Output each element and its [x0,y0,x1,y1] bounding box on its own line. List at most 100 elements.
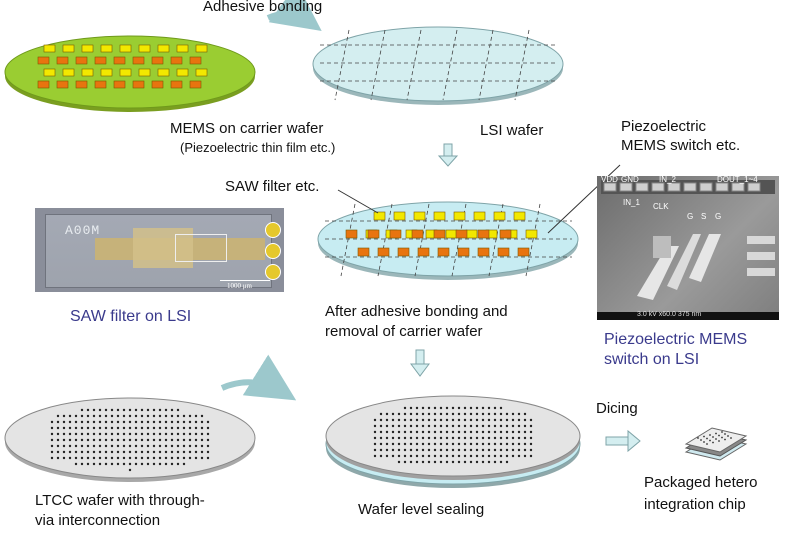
via-dot [421,448,425,452]
via-dot [86,438,90,442]
mems-die [170,80,183,89]
via-dot [373,430,377,434]
via-dot [74,450,78,454]
adhesive-bonding-label: Adhesive bonding [203,0,323,15]
via-dot [104,414,108,418]
via-dot [146,438,150,442]
via-dot [98,414,102,418]
via-dot [158,456,162,460]
via-dot [200,438,204,442]
via-dot [475,412,479,416]
via-dot [487,406,491,410]
mems-die [477,229,490,239]
via-dot [493,430,497,434]
mems-die [94,56,107,65]
via-dot [50,432,54,436]
grid-line [451,203,467,277]
bonded-wafer [317,201,579,280]
via-dot [505,412,509,416]
via-dot [128,456,132,460]
via-dot [68,414,72,418]
via-dot [92,426,96,430]
grid-line [414,203,430,277]
via-dot [385,430,389,434]
via-dot [451,448,455,452]
via-dot [104,450,108,454]
via-dot [703,441,705,443]
via-dot [68,426,72,430]
via-dot [493,424,497,428]
via-dot [188,438,192,442]
via-dot [50,420,54,424]
via-dot [152,456,156,460]
via-dot [397,454,401,458]
grid-line [334,29,350,101]
sem-pad-vdd: VDD [601,176,618,184]
via-dot [62,456,66,460]
sealed-wafer-stack [325,395,581,488]
via-dot [50,438,54,442]
via-dot [457,460,461,464]
via-dot [463,436,467,440]
via-dot [463,448,467,452]
via-dot [433,406,437,410]
sem-probe-g2: G [715,212,722,221]
ltcc-via-array [50,408,210,472]
via-dot [182,432,186,436]
via-dot [469,424,473,428]
via-dot [98,426,102,430]
sem-pad-in2: IN_2 [659,176,676,184]
via-dot [415,418,419,422]
via-dot [445,412,449,416]
via-dot [128,432,132,436]
via-dot [158,444,162,448]
grid-line [478,29,494,101]
grid-line [370,29,386,101]
via-dot [439,448,443,452]
mems-die [75,80,88,89]
mems-die [56,56,69,65]
via-dot [421,412,425,416]
via-dot [385,448,389,452]
via-dot [415,460,419,464]
mems-die [437,247,450,257]
via-dot [451,412,455,416]
via-dot [379,418,383,422]
via-dot [403,460,407,464]
mems-die [62,68,75,77]
via-dot [469,418,473,422]
via-dot [451,418,455,422]
via-dot [499,460,503,464]
via-dot [140,426,144,430]
via-dot [140,450,144,454]
via-dot [475,436,479,440]
via-dot [721,436,723,439]
via-dot [433,430,437,434]
via-dot [379,424,383,428]
via-dot [421,424,425,428]
via-dot [397,412,401,416]
via-dot [403,424,407,428]
via-dot [463,460,467,464]
via-dot [457,406,461,410]
via-dot [517,412,521,416]
via-dot [523,418,527,422]
via-dot [415,448,419,452]
via-dot [523,430,527,434]
via-dot [529,418,533,422]
via-dot [68,438,72,442]
via-dot [134,456,138,460]
via-dot [176,462,180,466]
via-dot [469,406,473,410]
via-dot [116,444,120,448]
via-dot [481,412,485,416]
via-dot [56,432,60,436]
via-dot [176,426,180,430]
via-dot [176,432,180,436]
via-dot [499,424,503,428]
via-dot [445,454,449,458]
via-dot [206,426,210,430]
via-dot [397,436,401,440]
via-dot [457,418,461,422]
via-dot [200,432,204,436]
